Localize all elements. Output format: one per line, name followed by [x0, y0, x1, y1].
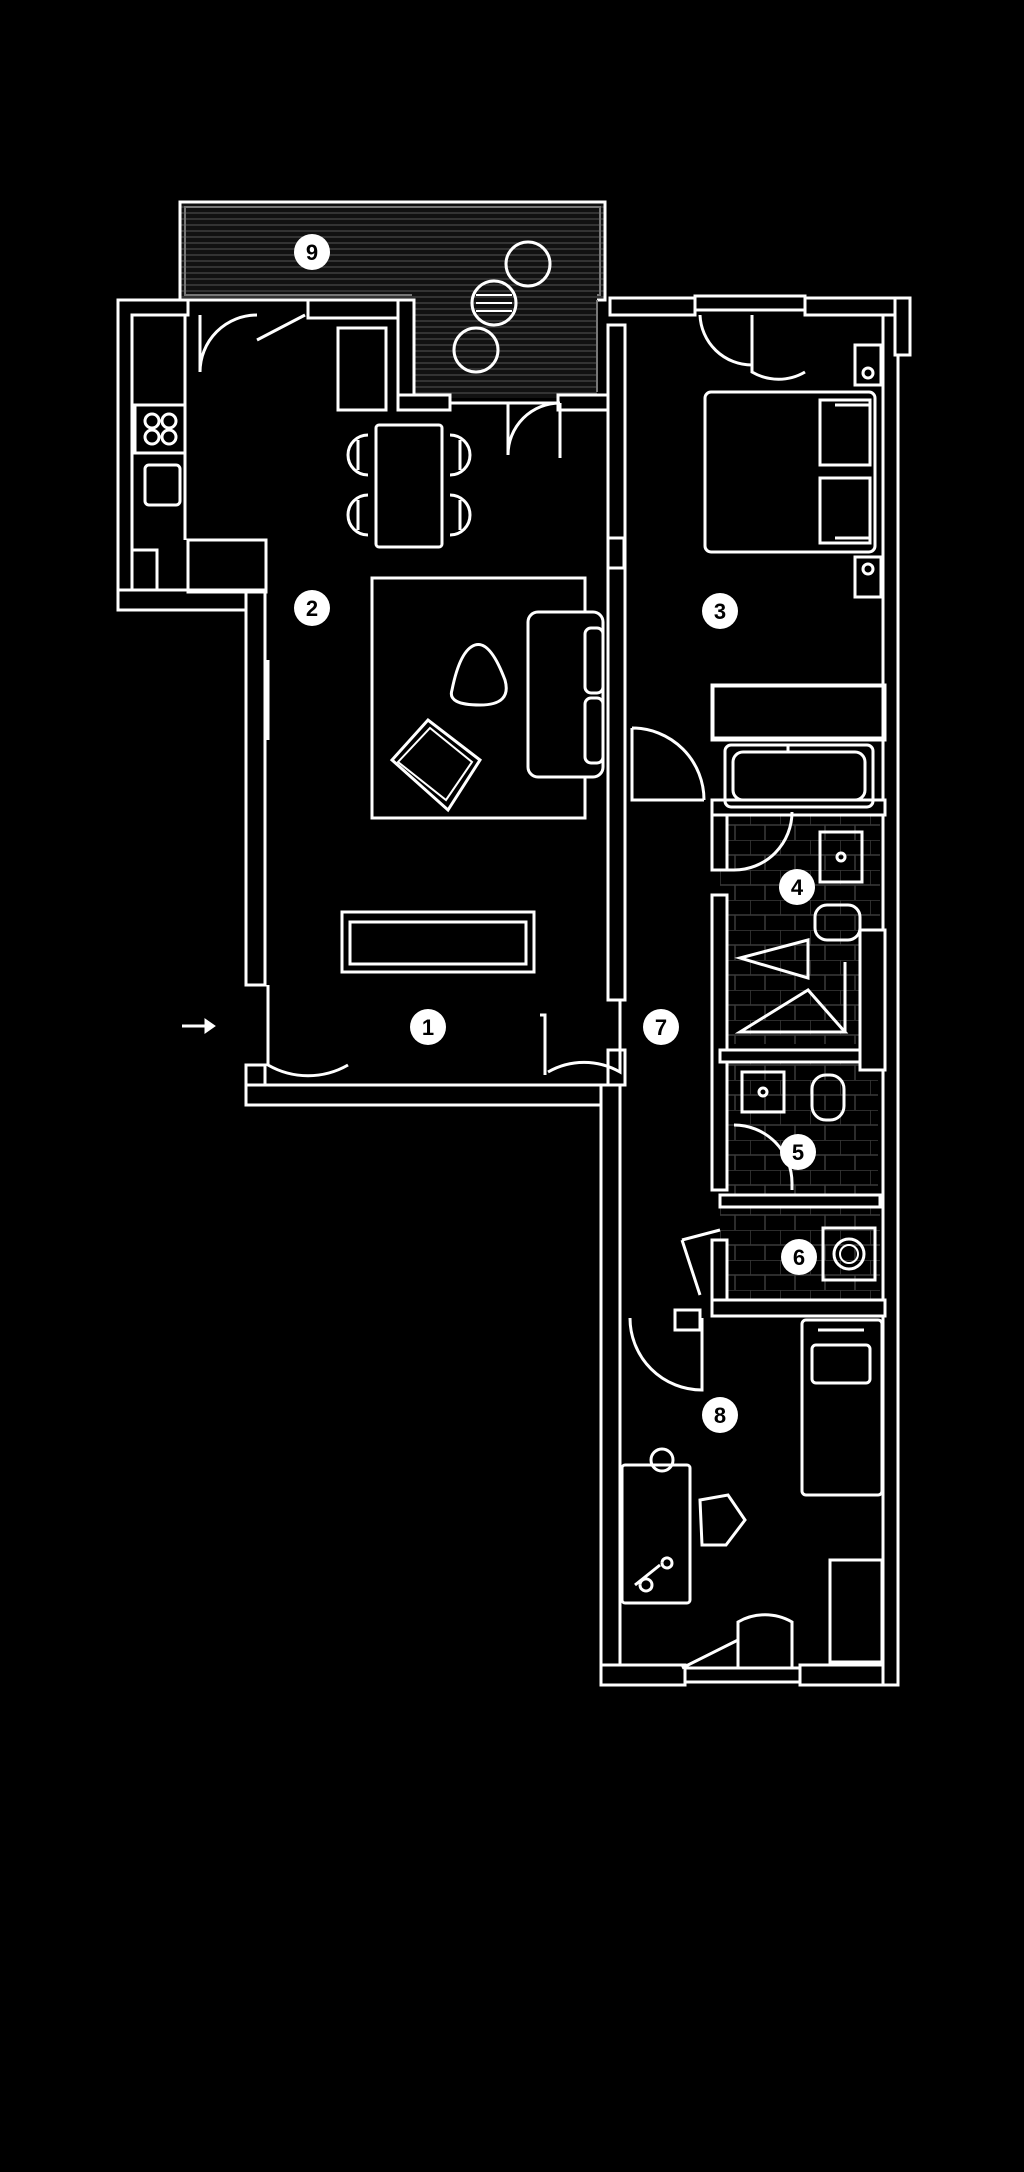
room-label-4: 4 [779, 869, 815, 905]
bathroom-fixtures [723, 743, 875, 1034]
room-label-5: 5 [780, 1134, 816, 1170]
room-labels: 1 2 3 4 5 6 7 8 9 [294, 234, 817, 1433]
doors [198, 313, 806, 1670]
room-label-1: 1 [410, 1009, 446, 1045]
kitchen-cabinet [336, 326, 388, 412]
room-number-7: 7 [655, 1015, 667, 1040]
bedroom-second-furniture [620, 1318, 884, 1664]
room-label-2: 2 [294, 590, 330, 626]
windows [266, 294, 807, 1684]
room-number-8: 8 [714, 1403, 726, 1428]
room-number-9: 9 [306, 240, 318, 265]
room-label-7: 7 [643, 1009, 679, 1045]
balcony-furniture [452, 240, 552, 374]
room-label-3: 3 [702, 593, 738, 629]
entrance-door [266, 985, 349, 1078]
walls [116, 296, 912, 1687]
room-number-5: 5 [792, 1140, 804, 1165]
room-label-9: 9 [294, 234, 330, 270]
washing-machine [821, 1226, 877, 1282]
balcony [178, 200, 607, 398]
dining-set [346, 423, 472, 549]
room-number-6: 6 [793, 1245, 805, 1270]
room-number-2: 2 [306, 596, 318, 621]
room-number-4: 4 [791, 875, 804, 900]
kitchen-counter [130, 315, 268, 594]
entrance-arrow-icon [182, 1018, 216, 1034]
wc-fixtures [740, 1070, 846, 1122]
room-number-3: 3 [714, 599, 726, 624]
room-label-8: 8 [702, 1397, 738, 1433]
room-number-1: 1 [422, 1015, 434, 1040]
living-furniture [340, 576, 605, 974]
room-label-6: 6 [781, 1239, 817, 1275]
bedroom-main-furniture [703, 343, 885, 740]
